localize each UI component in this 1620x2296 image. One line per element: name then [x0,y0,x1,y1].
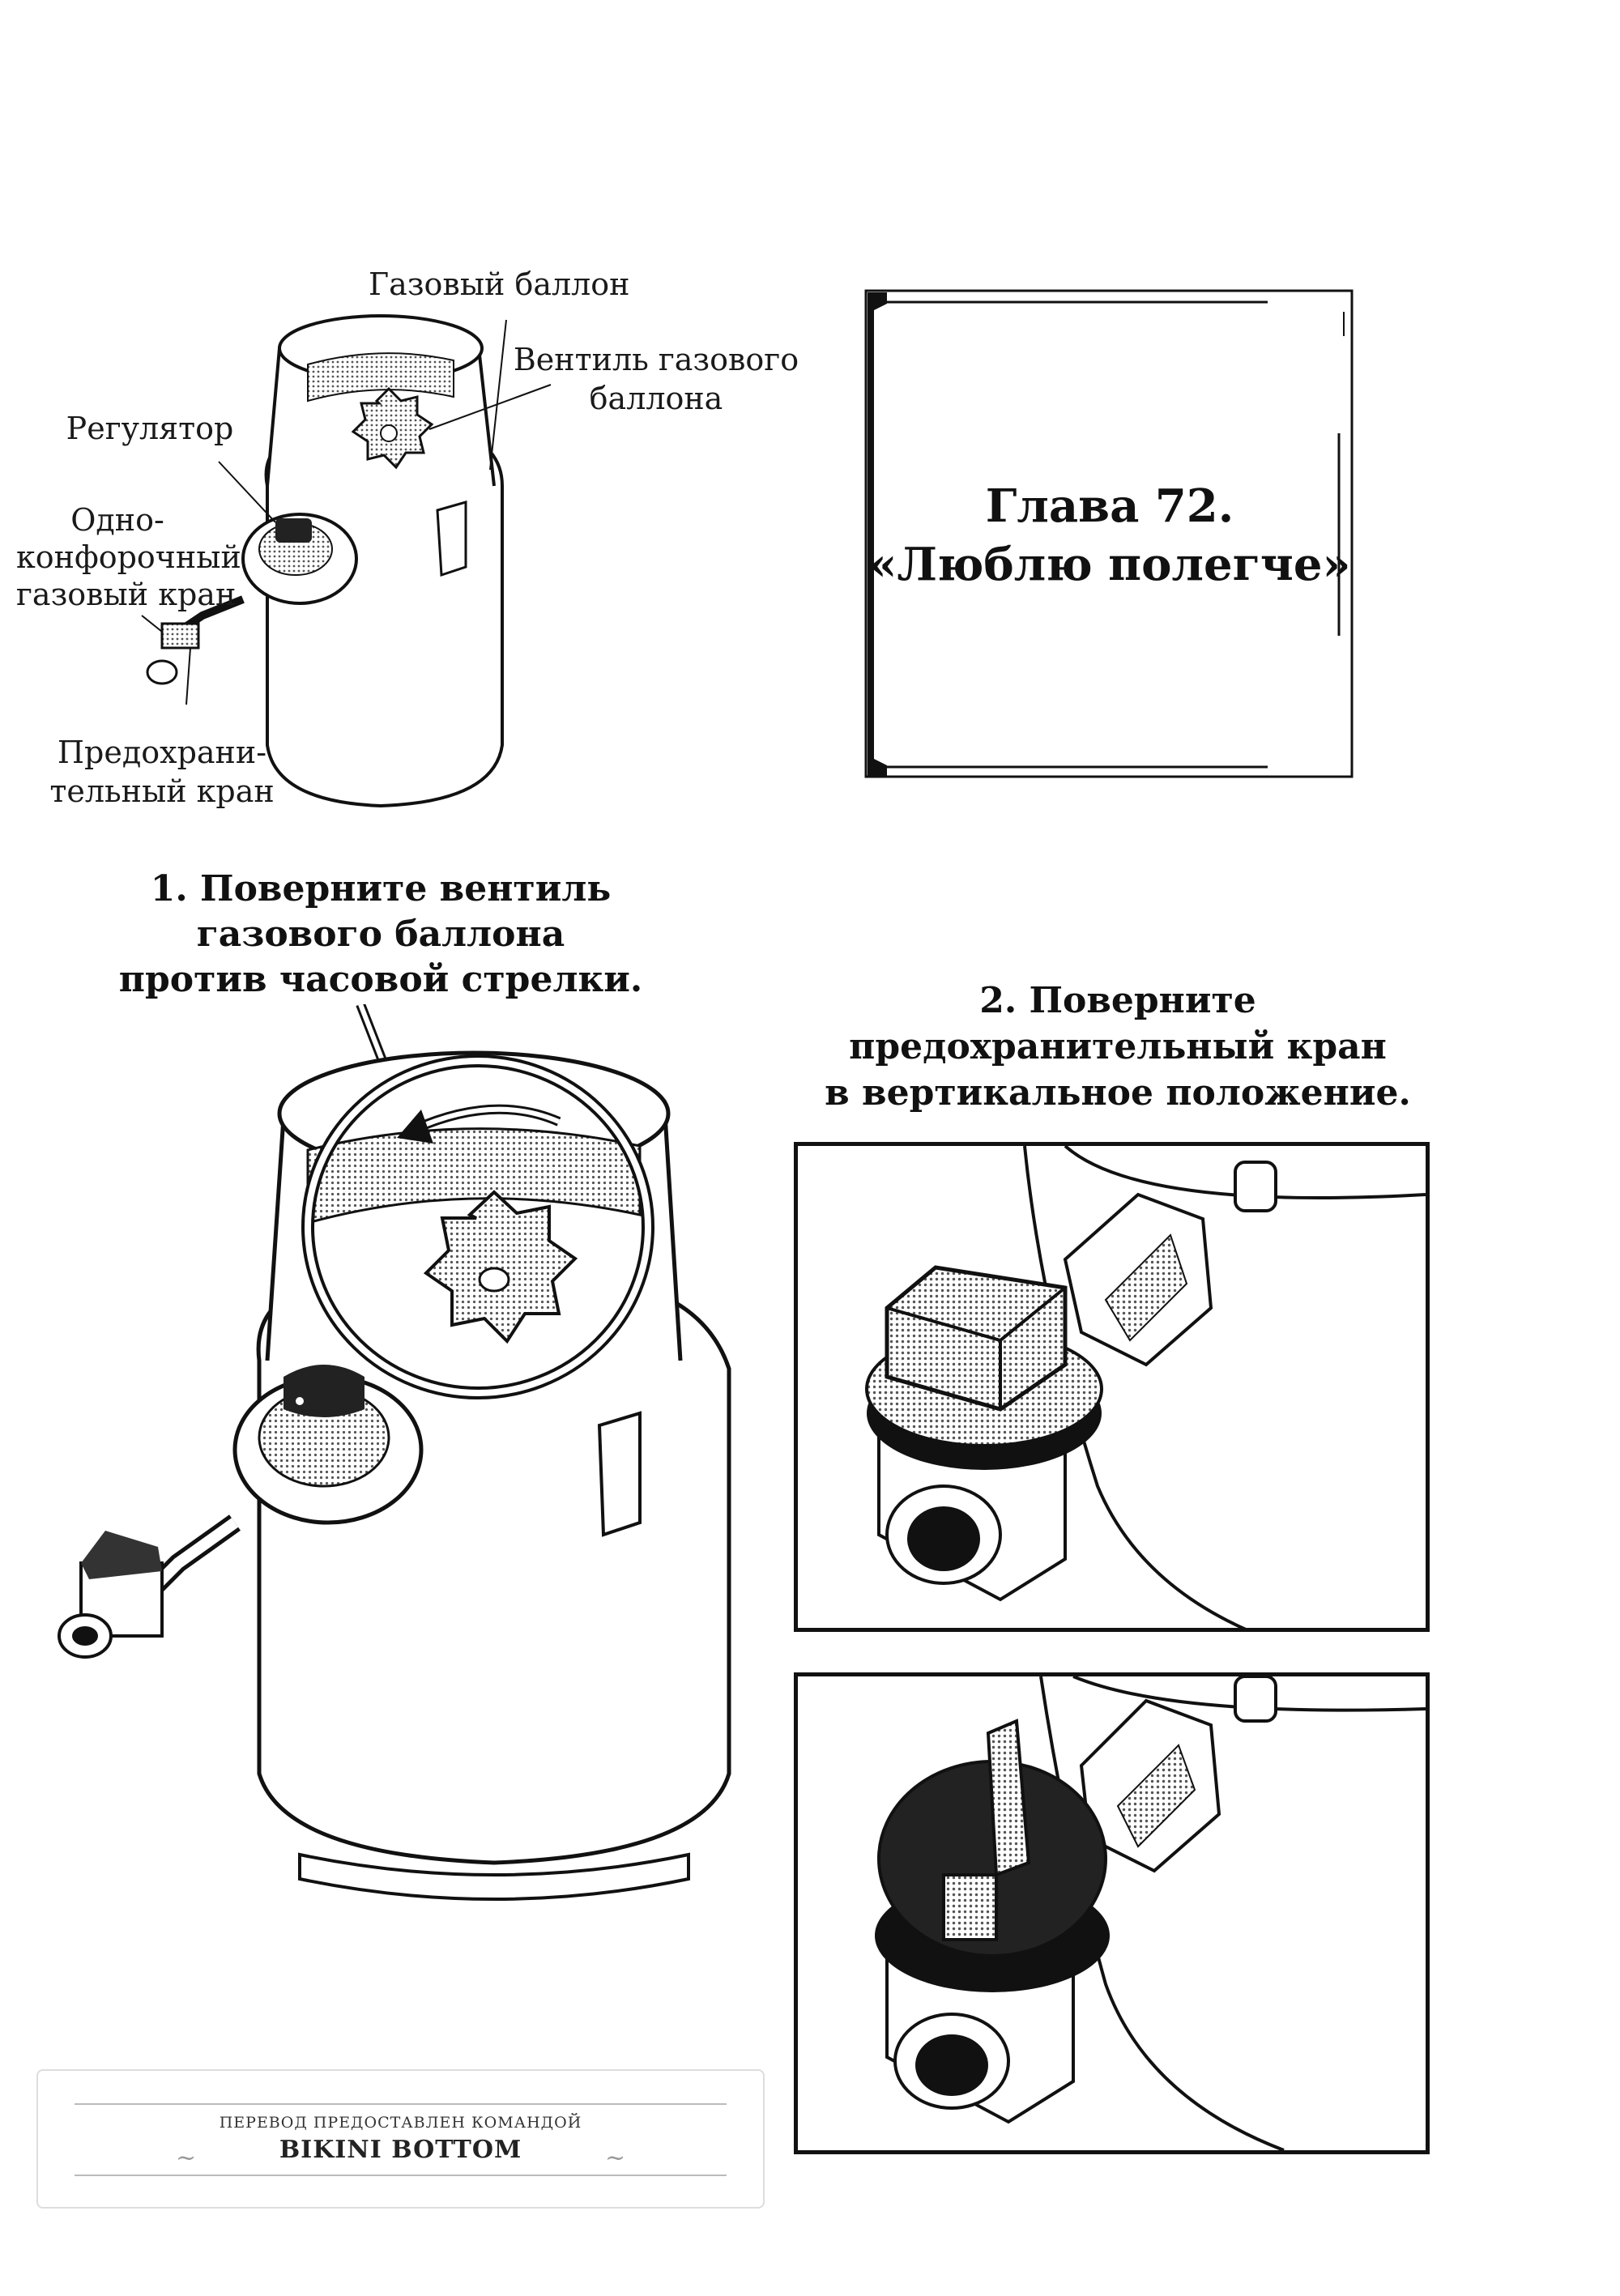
chapter-title-line2: «Люблю полегче» [868,538,1351,591]
credit-rule-top [75,2103,727,2105]
step2-line2: предохранительный кран [849,1026,1387,1067]
chapter-title-line1: Глава 72. [985,479,1234,533]
label-cylinder-valve-line1: Вентиль газового [513,342,799,377]
label-burner-valve-line2: конфорочный [16,539,241,575]
valve-horizontal-art [865,1146,1426,1628]
chapter-title-box [863,288,1357,782]
step1-line3: против часовой стрелки. [118,959,643,1000]
credit-ornament-right: ~ [605,2144,626,2172]
label-gas-cylinder: Газовый баллон [369,266,630,302]
label-burner-valve-line3: газовый кран [16,577,237,612]
label-burner-valve-line1: Одно- [70,502,164,538]
credit-line2: BIKINI BOTTOM [279,2136,522,2164]
step1-line1: 1. Поверните вентиль [150,868,612,909]
label-safety-valve-line1: Предохрани- [57,735,267,770]
credit-line1: ПЕРЕВОД ПРЕДОСТАВЛЕН КОМАНДОЙ [219,2114,582,2132]
panel-valve-vertical [794,1672,1430,2154]
step1-line2: газового баллона [196,914,565,955]
labeled-diagram [0,243,810,826]
valve-vertical-art [875,1676,1426,2150]
cylinder-diagram-small [141,314,552,808]
label-regulator: Регулятор [66,411,234,446]
step1-illustration [40,1004,770,1952]
step2-line1: 2. Поверните [979,980,1256,1021]
step2-line3: в вертикальное положение. [825,1072,1411,1114]
label-safety-valve-line2: тельный кран [49,773,275,809]
cylinder-large [58,1004,731,1901]
label-cylinder-valve-line2: баллона [589,381,723,416]
panel-valve-horizontal [794,1142,1430,1632]
credit-ornament-left: ~ [176,2144,197,2172]
chapter-frame [864,289,1354,778]
credit-box: ПЕРЕВОД ПРЕДОСТАВЛЕН КОМАНДОЙ BIKINI BOT… [36,2069,765,2209]
credit-rule-bottom [75,2175,727,2176]
